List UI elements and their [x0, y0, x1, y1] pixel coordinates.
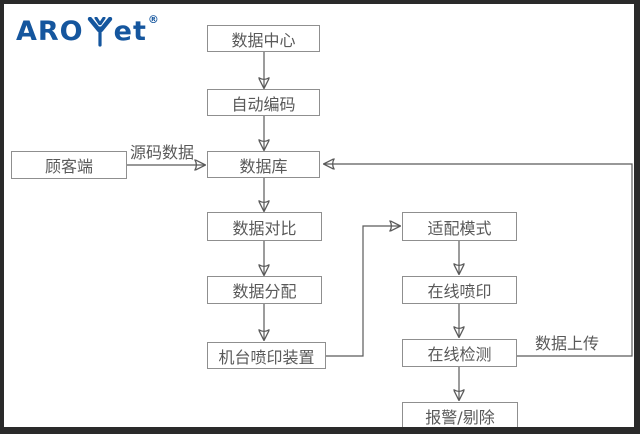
brand-logo: ARO et ®	[16, 12, 160, 50]
edge-label-data-upload: 数据上传	[535, 334, 600, 353]
node-online-printing: 在线喷印	[402, 276, 517, 304]
edge-label-source-data: 源码数据	[130, 143, 195, 162]
logo-text-et: et	[113, 15, 147, 47]
node-customer: 顾客端	[11, 151, 127, 179]
registered-mark: ®	[147, 13, 160, 26]
edge-inspection-database	[324, 164, 633, 357]
node-auto-encoding: 自动编码	[207, 89, 320, 116]
node-data-compare: 数据对比	[207, 212, 322, 241]
node-database: 数据库	[207, 151, 320, 178]
node-data-center: 数据中心	[207, 25, 320, 52]
flowchart-edges	[127, 52, 633, 434]
arojet-leaf-icon	[87, 17, 112, 47]
node-online-inspection: 在线检测	[402, 339, 517, 367]
logo-text-aro: ARO	[16, 15, 84, 47]
node-machine-printing: 机台喷印装置	[207, 342, 326, 369]
edge-machine-adaptmode	[326, 226, 400, 357]
node-adapt-mode: 适配模式	[402, 212, 517, 241]
node-alarm-reject: 报警/剔除	[402, 402, 518, 427]
node-data-distribution: 数据分配	[207, 276, 322, 304]
